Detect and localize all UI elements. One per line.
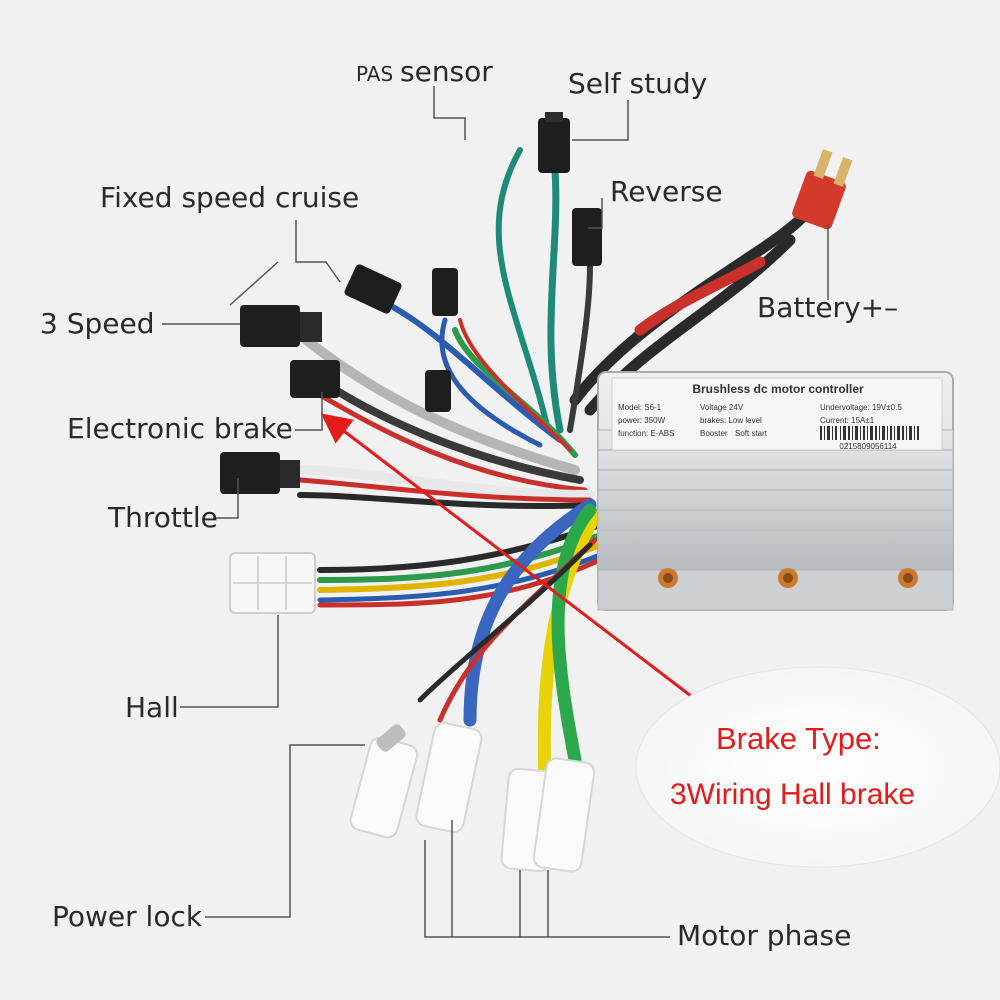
controller-power: power: 350W [618,416,666,425]
reverse-connector [572,208,602,266]
pas-sensor-label: sensor [400,55,493,88]
brake-type-bubble [635,666,1000,868]
mounting-screw [658,568,678,588]
motor-phase-label: Motor phase [677,919,852,952]
self-study-connector [432,268,458,316]
electronic-brake-label: Electronic brake [67,412,293,445]
fixed-cruise-connector [344,264,402,314]
pas-prefix-label: PAS [356,62,394,86]
electronic-brake-connector [290,360,340,398]
pas-sensor-connector [538,112,570,173]
reverse-label: Reverse [610,175,723,208]
controller-function: function: E-ABS [618,429,674,438]
mounting-screw [898,568,918,588]
fixed-speed-cruise-label: Fixed speed cruise [100,181,360,214]
barcode [820,426,919,440]
power-lock-sleeve [349,724,419,839]
throttle-connector [220,452,300,494]
controller-undervoltage: Undervoltage: 19V±0.5 [820,403,902,412]
loop-connector [425,370,451,412]
brake-callout-arrow [320,413,713,714]
hall-label: Hall [125,691,179,724]
controller-box: Brushless dc motor controller Model: S6-… [597,371,954,611]
controller-soft-start: Soft start [735,429,768,438]
battery-label: Battery+– [757,291,899,324]
controller-model: Model: S6-1 [618,403,662,412]
brake-type-body: 3Wiring Hall brake [670,778,916,811]
mounting-screw [778,568,798,588]
controller-booster: Booster [700,429,728,438]
self-study-label: Self study [568,67,708,100]
controller-brakes: brakes: Low level [700,416,762,425]
hall-connector [229,552,316,614]
controller-voltage: Voltage 24V [700,403,744,412]
brake-type-title: Brake Type: [716,721,881,756]
three-speed-connector [240,305,322,347]
wire-harness [295,147,816,787]
callout-leader-lines [162,86,829,938]
battery-connector [792,149,853,230]
barcode-number: 0215809056114 [839,442,897,451]
controller-current: Current: 15A±1 [820,416,875,425]
motor-phase-sleeve-blue [415,722,483,833]
three-speed-label: 3 Speed [40,307,155,340]
power-lock-label: Power lock [52,900,203,933]
motor-phase-sleeve-green [532,757,596,873]
throttle-label: Throttle [108,501,218,534]
controller-title: Brushless dc motor controller [692,382,864,396]
